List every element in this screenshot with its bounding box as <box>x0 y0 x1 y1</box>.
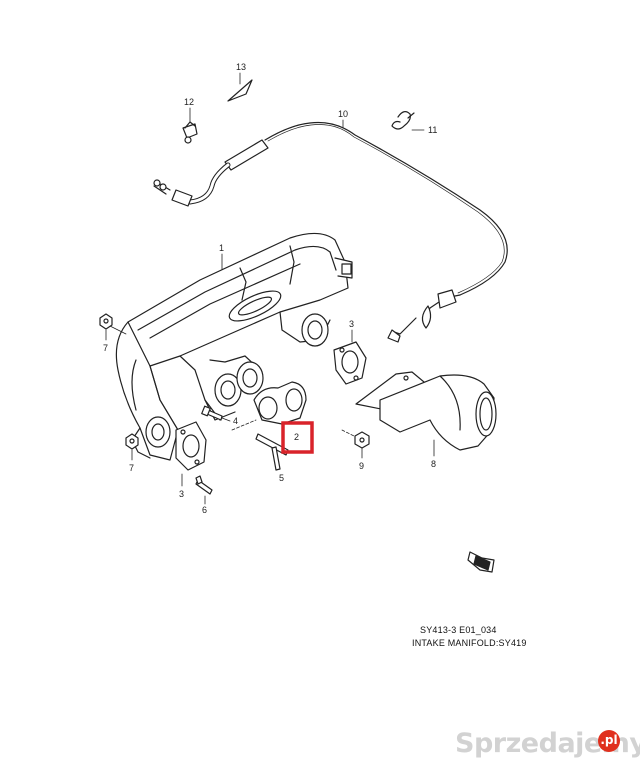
diagram-code: SY413-3 E01_034 <box>420 625 497 635</box>
part-3-gasket-right <box>333 329 367 385</box>
callout-6: 6 <box>202 505 207 515</box>
part-10-cable <box>153 119 508 343</box>
callout-4: 4 <box>233 416 238 426</box>
part-3-gasket-left <box>175 421 207 487</box>
callout-5: 5 <box>279 473 284 483</box>
callout-3-right: 3 <box>349 319 354 329</box>
diagram-title: INTAKE MANIFOLD:SY419 <box>412 638 527 648</box>
highlight-box-part-2 <box>281 421 314 454</box>
part-12-clip <box>182 107 198 144</box>
callout-1: 1 <box>219 243 224 253</box>
callout-3-left: 3 <box>179 489 184 499</box>
part-6-stud <box>195 475 213 505</box>
callout-11: 11 <box>428 125 437 135</box>
part-7-nut-upper <box>99 313 113 341</box>
part-8-intake-pipe <box>355 371 497 457</box>
part-1-intake-manifold <box>109 232 353 461</box>
callout-2: 2 <box>294 432 299 442</box>
callout-9: 9 <box>359 461 364 471</box>
callout-13: 13 <box>236 62 246 72</box>
callout-7-lower: 7 <box>129 463 134 473</box>
callout-7-upper: 7 <box>103 343 108 353</box>
callout-10: 10 <box>338 109 348 119</box>
callout-12: 12 <box>184 97 194 107</box>
part-9-bolt <box>341 429 370 459</box>
part-4-bolt <box>201 405 231 422</box>
part-13-shim <box>227 72 253 102</box>
part-2-gasket <box>231 381 307 431</box>
callout-8: 8 <box>431 459 436 469</box>
part-7-nut-lower <box>125 433 139 461</box>
watermark-badge: .pl <box>598 730 620 752</box>
part-11-clamp <box>391 111 425 131</box>
part-5-stud <box>255 433 289 471</box>
direction-arrow-icon <box>467 551 495 573</box>
